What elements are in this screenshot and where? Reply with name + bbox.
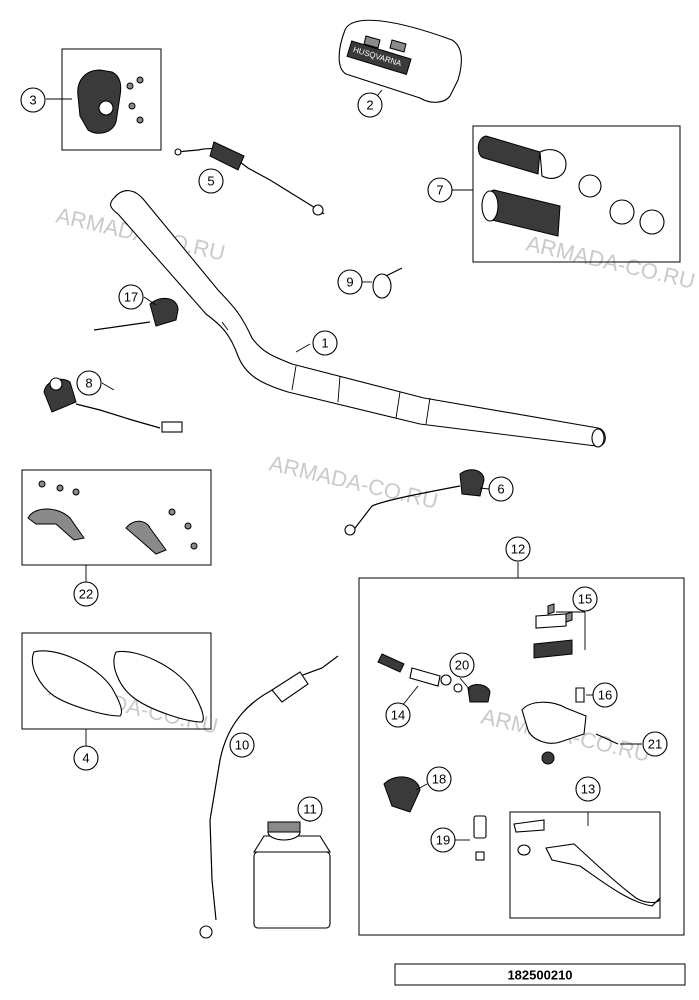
callout-15: 15 <box>572 586 598 612</box>
drawing-number: 182500210 <box>507 968 572 983</box>
clutch-switch <box>344 469 485 536</box>
handlebar <box>109 190 606 448</box>
callout-11: 11 <box>297 796 323 822</box>
box-lever <box>509 811 661 919</box>
bar-pad: HUSQVARNA <box>338 19 462 103</box>
box-throttle-housing <box>61 48 162 151</box>
svg-text:7: 7 <box>436 183 443 198</box>
callout-18: 18 <box>426 766 452 792</box>
callout-9: 9 <box>337 269 363 295</box>
kill-switch <box>93 297 179 331</box>
svg-text:12: 12 <box>511 542 525 557</box>
callout-19: 19 <box>430 827 456 853</box>
box-clutch-brackets <box>21 469 212 566</box>
callout-6: 6 <box>488 476 514 502</box>
svg-text:19: 19 <box>436 833 450 848</box>
box-grips <box>472 125 681 263</box>
clutch-master-cylinder-parts <box>377 603 661 907</box>
svg-text:13: 13 <box>581 782 595 797</box>
svg-text:11: 11 <box>303 802 317 817</box>
svg-text:22: 22 <box>79 587 93 602</box>
callout-8: 8 <box>76 370 102 396</box>
svg-text:17: 17 <box>124 290 138 305</box>
callout-1: 1 <box>312 330 338 356</box>
fluid-bottle <box>253 821 331 929</box>
svg-text:4: 4 <box>82 751 89 766</box>
svg-text:15: 15 <box>578 592 592 607</box>
callout-5: 5 <box>198 168 224 194</box>
cable-tie <box>372 267 403 299</box>
callout-13: 13 <box>575 776 601 802</box>
callout-2: 2 <box>357 92 383 118</box>
throttle-cable <box>174 141 325 216</box>
callout-16: 16 <box>592 682 618 708</box>
callout-22: 22 <box>73 581 99 607</box>
switch-connector <box>43 377 183 433</box>
svg-text:21: 21 <box>648 737 662 752</box>
svg-text:20: 20 <box>455 658 469 673</box>
watermark: ARMADA-CO.RU <box>267 451 441 514</box>
svg-text:18: 18 <box>432 772 446 787</box>
svg-text:14: 14 <box>391 708 405 723</box>
callouts: 1 2 3 4 5 6 7 8 9 10 11 12 13 14 15 16 1… <box>20 87 668 853</box>
svg-text:5: 5 <box>207 174 214 189</box>
box-clutch-master-cylinder <box>358 577 685 936</box>
svg-text:16: 16 <box>598 688 612 703</box>
callout-20: 20 <box>449 652 475 678</box>
callout-10: 10 <box>229 732 255 758</box>
callout-21: 21 <box>642 731 668 757</box>
handguards <box>32 650 204 723</box>
svg-text:9: 9 <box>346 275 353 290</box>
svg-text:10: 10 <box>235 738 249 753</box>
callout-4: 4 <box>73 745 99 771</box>
drawing-number-box: 182500210 <box>394 963 686 986</box>
callout-14: 14 <box>385 702 411 728</box>
grips-set <box>477 135 665 237</box>
callout-12: 12 <box>505 536 531 562</box>
callout-3: 3 <box>20 87 46 113</box>
box-handguards <box>21 632 212 730</box>
svg-text:2: 2 <box>366 98 373 113</box>
svg-text:6: 6 <box>497 482 504 497</box>
svg-text:8: 8 <box>85 376 92 391</box>
clutch-brackets <box>27 480 198 555</box>
svg-text:1: 1 <box>321 336 328 351</box>
throttle-housing <box>77 69 144 134</box>
hydraulic-hose <box>199 655 339 939</box>
callout-17: 17 <box>118 284 144 310</box>
svg-text:3: 3 <box>29 93 36 108</box>
callout-7: 7 <box>427 177 453 203</box>
